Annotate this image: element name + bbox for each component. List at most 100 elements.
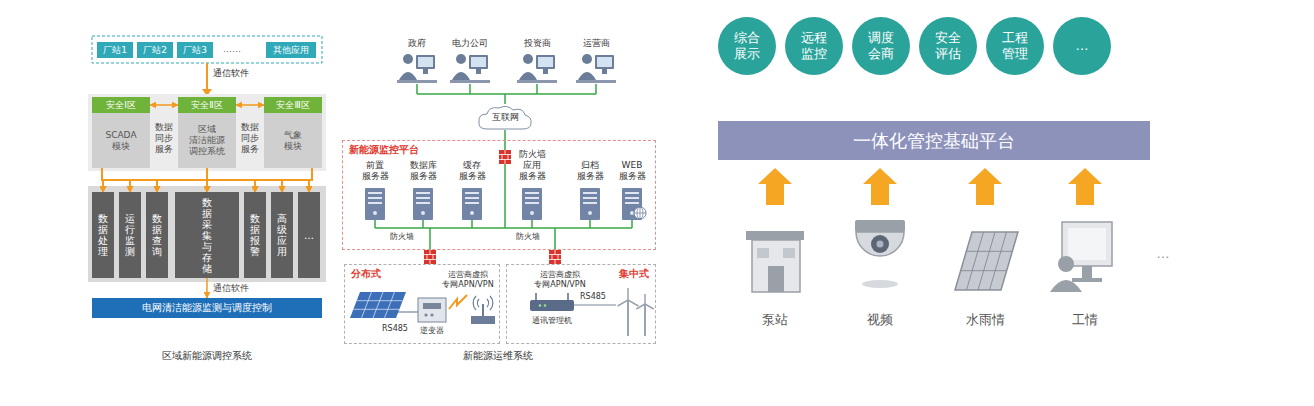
monitor-person-icon <box>1068 228 1106 260</box>
node-text: 远程 监控 <box>801 30 827 61</box>
wire <box>574 304 616 305</box>
node-text: 安全 评估 <box>935 30 961 61</box>
node-text: 工程 管理 <box>1002 30 1028 61</box>
function-box: 数据报警 <box>244 192 266 278</box>
platform-frame: 新能源监控平台 <box>342 140 656 250</box>
zone-header: 安全Ⅲ区 <box>264 97 322 113</box>
part-label: RS485 <box>382 324 408 334</box>
connector <box>207 168 312 192</box>
part-label: 防火墙 <box>516 232 540 242</box>
firewall-icon <box>424 250 436 264</box>
solar-panel-icon <box>955 232 1018 290</box>
up-arrow <box>758 168 1102 205</box>
monitor-person-icon <box>1050 222 1112 292</box>
solar-panel-icon <box>955 232 1018 290</box>
pump-station-icon <box>746 231 804 292</box>
flow-arrow <box>206 63 208 90</box>
server-icons <box>634 207 646 219</box>
connector <box>206 278 208 298</box>
connector <box>504 130 506 140</box>
part-label: 前置 服务器 <box>362 160 389 182</box>
cloud-outline <box>479 106 531 129</box>
connector <box>309 168 312 192</box>
camera-icon <box>877 241 884 248</box>
zone-body: 气象 模块 <box>264 113 322 168</box>
firewall-icon <box>499 150 511 164</box>
node-text: 厂站1 <box>103 45 127 56</box>
panel-caption: 区域新能源调控系统 <box>162 350 252 362</box>
node-text: 数据处理 <box>98 213 108 257</box>
zone-background <box>88 186 326 282</box>
solar-panel <box>350 292 406 318</box>
function-box: 运行监测 <box>119 192 141 278</box>
function-box: 数据查询 <box>146 192 168 278</box>
node-text: 数据采集与存储 <box>202 197 212 274</box>
part-label: 电力公司 <box>452 38 488 49</box>
node-text: SCADA 模块 <box>105 130 136 152</box>
node-text: 调度 会商 <box>868 30 894 61</box>
zone-panel: 安全Ⅰ区 SCADA 模块 <box>92 97 150 168</box>
router-icon <box>536 293 568 300</box>
internet-cloud: 互联网 <box>477 104 533 130</box>
network-line <box>375 84 632 250</box>
function-box: … <box>298 192 320 278</box>
server-icons <box>365 188 385 220</box>
monitor-person-icon <box>1050 280 1082 292</box>
zone-heading: 安全Ⅲ区 <box>276 100 309 111</box>
platform-band: 一体化管控基础平台 <box>718 121 1150 160</box>
antenna-icon <box>473 296 493 310</box>
function-box: 数据处理 <box>92 192 114 278</box>
edge-label: 数据 同步 服务 <box>241 122 259 154</box>
node-text: 其他应用 <box>273 45 309 56</box>
user-icons <box>450 54 490 83</box>
server-icons <box>634 207 646 219</box>
wind-turbine <box>618 288 654 309</box>
part-label: 数据库 服务器 <box>410 160 437 182</box>
node-text: … <box>1076 38 1089 54</box>
connector <box>157 168 312 192</box>
service-circle: … <box>1053 17 1111 75</box>
part-label: 运营商虚拟 专网APN/VPN <box>534 270 585 289</box>
connector <box>150 104 178 106</box>
node-text: 分布式 <box>351 268 381 280</box>
part-label: 视频 <box>867 312 893 328</box>
zone-background <box>88 94 326 171</box>
part-label: 水雨情 <box>966 312 1005 328</box>
part-label: 泵站 <box>762 312 788 328</box>
station-box: 厂站1 <box>97 42 133 58</box>
solar-panel <box>350 292 406 318</box>
node-text: 电网清洁能源监测与调度控制 <box>142 302 272 314</box>
zone-heading: 安全Ⅱ区 <box>191 100 222 111</box>
connector <box>282 168 312 192</box>
part-label: 运营商虚拟 专网APN/VPN <box>442 270 493 289</box>
solar-panel <box>353 292 402 318</box>
router-icon <box>530 293 574 311</box>
zone-heading: 安全Ⅰ区 <box>106 100 136 111</box>
connector <box>236 104 264 106</box>
pump-station-icon <box>757 248 769 258</box>
camera-icon <box>855 220 905 232</box>
part-label: 通信软件 <box>213 68 249 79</box>
network-line <box>375 140 632 250</box>
platform-frame: 集中式 <box>506 264 656 344</box>
edge-label: 通信软件 <box>213 283 249 294</box>
service-circle: 安全 评估 <box>919 17 977 75</box>
part-label: 投资商 <box>524 38 551 49</box>
function-box: 高级应用 <box>271 192 293 278</box>
inverter-icon <box>424 313 427 316</box>
antenna-icon <box>482 304 484 316</box>
station-box: 厂站3 <box>177 42 213 58</box>
service-circle: 工程 管理 <box>986 17 1044 75</box>
connector <box>103 168 312 192</box>
server-icons <box>522 188 542 220</box>
node-text: 厂站3 <box>183 45 207 56</box>
function-box: 数据采集与存储 <box>175 192 239 278</box>
connector <box>130 168 312 192</box>
part-label: 缓存 服务器 <box>459 160 486 182</box>
edge-label: 数据 同步 服务 <box>155 122 173 154</box>
station-group-frame <box>92 36 322 63</box>
part-label: 政府 <box>408 38 426 49</box>
inverter-icon <box>418 298 446 322</box>
node-text: 集中式 <box>619 268 649 280</box>
flow-arrow <box>202 63 212 96</box>
